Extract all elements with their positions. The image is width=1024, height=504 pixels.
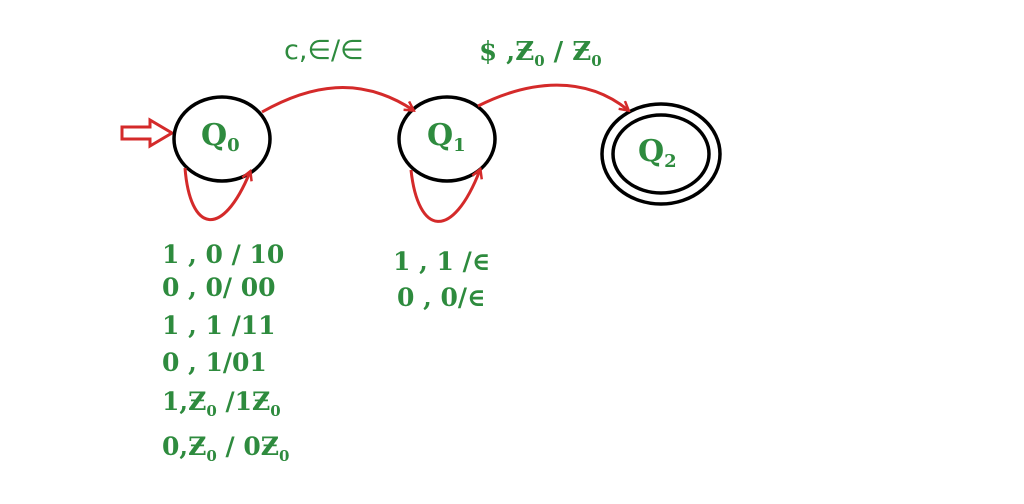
label-q1-loop-2: 0 , 0/∈: [397, 283, 486, 312]
label-q0-q1: c,∈/∈: [284, 35, 364, 66]
state-q2-label: Q2: [638, 134, 677, 172]
label-q0-loop-5: 1,Ƶ0 /1Ƶ0: [162, 387, 281, 420]
state-q1-circle: [397, 95, 497, 183]
state-q1-label: Q1: [427, 118, 466, 156]
state-q2-inner-circle: [611, 113, 711, 195]
state-q2-outer-circle: [600, 102, 722, 206]
label-q0-loop-2: 0 , 0/ 00: [162, 273, 276, 302]
state-q0-circle: [172, 95, 272, 183]
edge-q1-self-loop: [409, 170, 480, 223]
label-q1-q2: $ ,Ƶ0 / Ƶ0: [479, 37, 602, 70]
state-q0-label: Q0: [201, 118, 240, 156]
edge-q0-self-loop: [183, 167, 250, 221]
edge-q1-q2: [477, 83, 628, 110]
label-q0-loop-1: 1 , 0 / 10: [162, 240, 285, 269]
edge-q0-q1: [261, 86, 413, 114]
label-q0-loop-6: 0,Ƶ0 / 0Ƶ0: [162, 432, 290, 465]
label-q0-loop-4: 0 , 1/01: [162, 348, 267, 377]
label-q0-loop-3: 1 , 1 /11: [162, 311, 276, 340]
label-q1-loop-1: 1 , 1 /∈: [393, 247, 491, 276]
start-arrow: [120, 117, 175, 149]
